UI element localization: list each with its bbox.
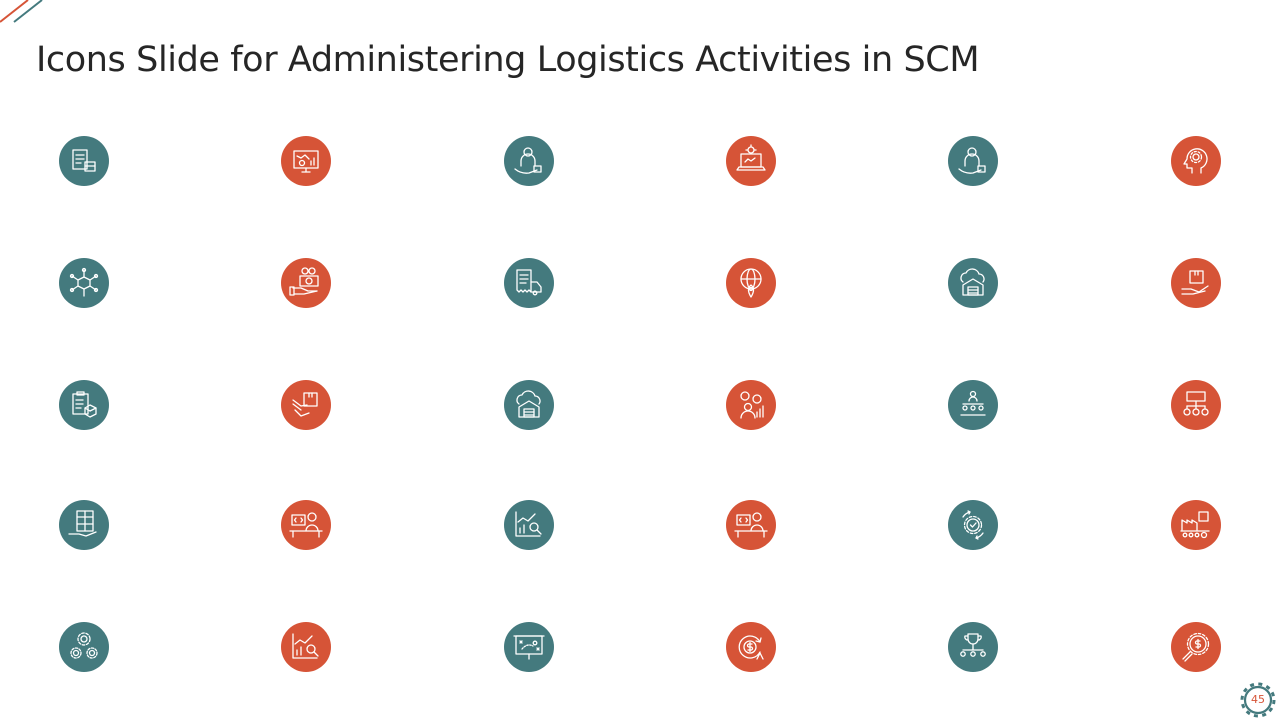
page-number: 45 <box>1251 693 1265 706</box>
slide-title: Icons Slide for Administering Logistics … <box>36 40 980 80</box>
trophy-hierarchy-icon <box>948 622 998 672</box>
cloud-warehouse-icon <box>504 380 554 430</box>
network-hub-icon <box>59 258 109 308</box>
checklist-box-icon <box>59 136 109 186</box>
people-finance-icon <box>726 380 776 430</box>
laptop-gear-icon <box>726 136 776 186</box>
delivery-truck-document-icon <box>504 258 554 308</box>
gears-icon <box>59 622 109 672</box>
person-holding-box-icon <box>948 136 998 186</box>
presentation-board-icon <box>281 136 331 186</box>
page-number-badge: 45 <box>1238 680 1278 720</box>
hand-box-icon <box>1171 258 1221 308</box>
chart-magnifier-icon <box>504 500 554 550</box>
money-search-icon <box>1171 622 1221 672</box>
gear-icon <box>1240 682 1276 718</box>
organization-hierarchy-icon <box>948 380 998 430</box>
developer-laptop-icon <box>726 500 776 550</box>
gear-cycle-icon <box>948 500 998 550</box>
dollar-cycle-icon <box>726 622 776 672</box>
chart-magnifier-icon <box>281 622 331 672</box>
hand-money-icon <box>281 258 331 308</box>
hand-document-icon <box>59 500 109 550</box>
flowchart-icon <box>1171 380 1221 430</box>
factory-conveyor-icon <box>1171 500 1221 550</box>
corner-decoration <box>0 0 43 23</box>
developer-laptop-icon <box>281 500 331 550</box>
hand-box-handover-icon <box>281 380 331 430</box>
head-gear-icon <box>1171 136 1221 186</box>
globe-location-icon <box>726 258 776 308</box>
clipboard-package-icon <box>59 380 109 430</box>
strategy-board-icon <box>504 622 554 672</box>
cloud-warehouse-icon <box>948 258 998 308</box>
person-holding-box-icon <box>504 136 554 186</box>
